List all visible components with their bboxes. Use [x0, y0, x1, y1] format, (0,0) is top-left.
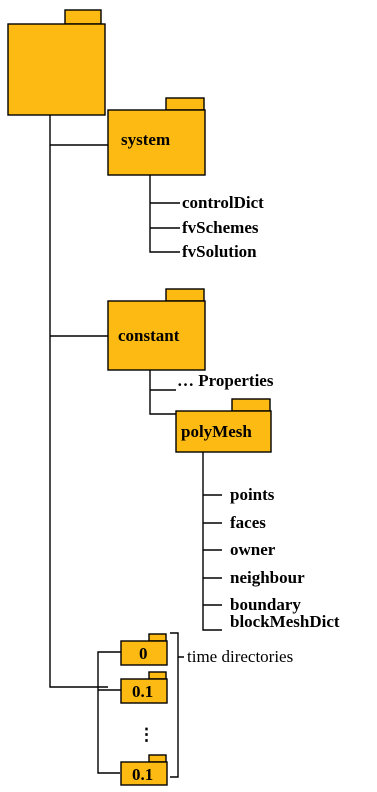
polymesh-folder-label: polyMesh: [181, 422, 252, 441]
polymesh-branch-line: [202, 452, 222, 631]
file-points-label: points: [230, 485, 275, 504]
time-folder-first: 0: [120, 633, 168, 666]
time-right-brace-line: [170, 632, 184, 778]
system-branch-line: [149, 175, 180, 253]
root-folder-icon: [7, 9, 106, 116]
file-fvschemes-label: fvSchemes: [182, 218, 259, 237]
tree-connectors: [49, 115, 222, 778]
root-trunk-line: [49, 115, 108, 688]
folder-icon: [175, 398, 272, 453]
file-neighbour-label: neighbour: [230, 568, 305, 587]
file-blockmeshdict-label: blockMeshDict: [230, 612, 340, 631]
time-dots: ⋮: [138, 725, 155, 744]
folder-icon: [120, 754, 168, 786]
constant-branch-line: [149, 370, 176, 415]
file-boundary-label: boundary: [230, 595, 301, 614]
file-faces-label: faces: [230, 513, 266, 532]
folder-icon: [120, 671, 168, 704]
time-folder-last: 0.1: [120, 754, 168, 786]
system-files: controlDict fvSchemes fvSolution: [182, 193, 264, 261]
file-properties-label: … Properties: [177, 371, 274, 390]
folder-icon: [120, 633, 168, 666]
file-owner-label: owner: [230, 540, 276, 559]
time-folder-second: 0.1: [120, 671, 168, 704]
time-folder-last-label: 0.1: [132, 765, 153, 784]
polymesh-folder: polyMesh: [175, 398, 272, 453]
system-folder: system: [107, 97, 206, 176]
constant-folder: constant: [107, 288, 206, 371]
time-directories-label: time directories: [187, 647, 293, 666]
time-left-bracket-line: [97, 651, 121, 774]
file-controldict-label: controlDict: [182, 193, 264, 212]
time-folder-first-label: 0: [139, 644, 148, 663]
folder-icon: [107, 97, 206, 176]
polymesh-files: points faces owner neighbour boundary bl…: [230, 485, 340, 631]
time-folder-second-label: 0.1: [132, 682, 153, 701]
constant-folder-label: constant: [118, 326, 180, 345]
file-fvsolution-label: fvSolution: [182, 242, 257, 261]
system-folder-label: system: [121, 130, 170, 149]
folder-icon: [107, 288, 206, 371]
